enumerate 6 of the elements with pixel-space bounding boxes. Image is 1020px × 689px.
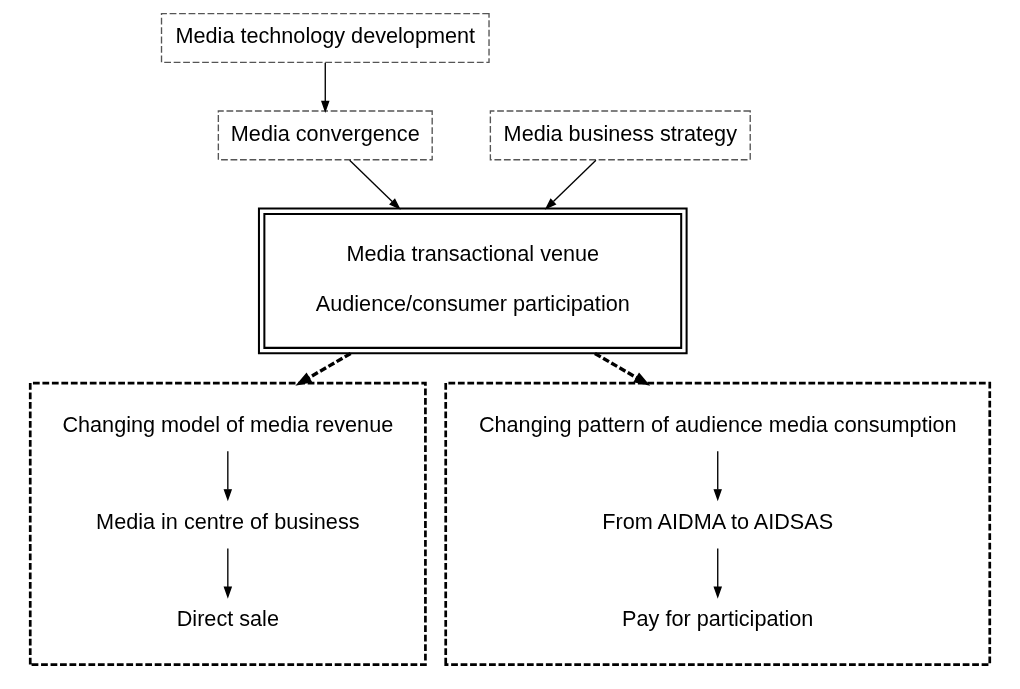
node-text: Changing pattern of audience media consumption [478,411,957,437]
node-text: Changing model of media revenue [62,411,394,437]
node-text: Direct sale [176,606,279,632]
node-text: Pay for participation [622,606,814,632]
node-text: Media in centre of business [96,508,360,534]
node-text: From AIDMA to AIDSAS [602,508,834,534]
